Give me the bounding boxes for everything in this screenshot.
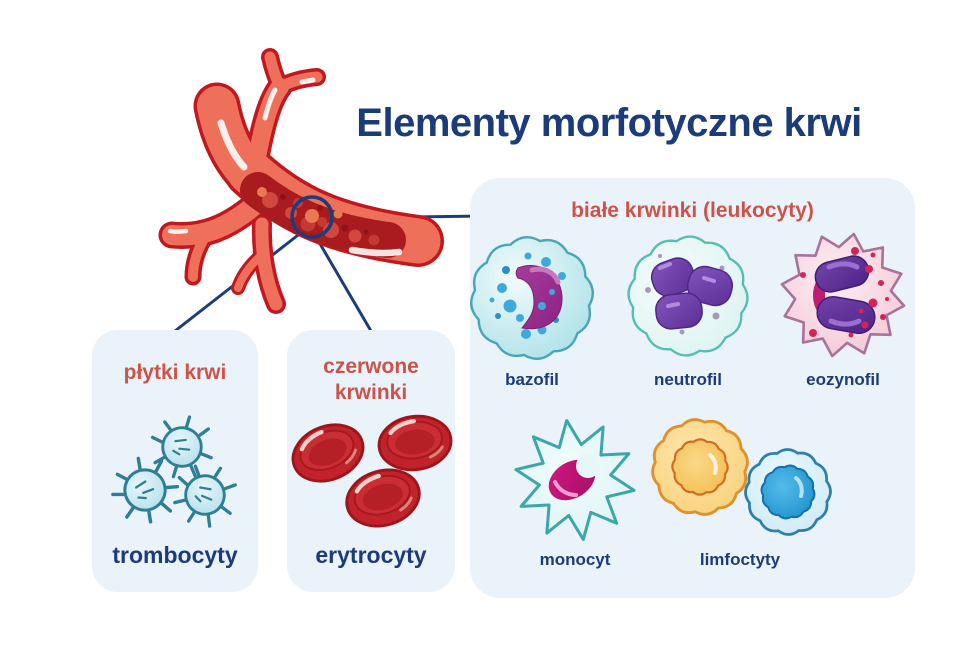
panel-erythrocytes-header: czerwone krwinki <box>323 355 419 404</box>
platelet-cell-icon <box>104 410 249 536</box>
label-bazofil: bazofil <box>505 370 559 389</box>
magnifier-circle <box>290 195 334 239</box>
label-eozynofil: eozynofil <box>806 370 880 389</box>
lymphocyte-yellow-cell-icon <box>647 414 753 520</box>
panel-platelets: płytki krwi trombocyty <box>92 330 258 592</box>
panel-platelets-header: płytki krwi <box>123 361 227 384</box>
label-monocyt: monocyt <box>539 550 611 569</box>
neutrophil-cell-icon <box>618 226 758 366</box>
artery <box>158 48 444 314</box>
basophil-cell-icon <box>463 229 601 367</box>
label-neutrofil: neutrofil <box>654 370 722 389</box>
page-title: Elementy morfotyczne krwi <box>356 101 862 145</box>
panel-leukocytes: białe krwinki (leukocyty) bazofil <box>463 178 915 598</box>
label-limfocyty: limfoctyty <box>699 550 781 569</box>
panel-erythrocytes: czerwone krwinki erytrocyty <box>287 330 455 592</box>
red-blood-cell-icon <box>287 406 455 538</box>
panel-platelets-label: trombocyty <box>112 542 238 568</box>
eosinophil-cell-icon <box>773 225 913 365</box>
monocyte-cell-icon <box>510 415 640 545</box>
panel-leukocytes-header: białe krwinki (leukocyty) <box>571 199 814 222</box>
panel-erythrocytes-label: erytrocyty <box>315 542 427 568</box>
lymphocyte-blue-cell-icon <box>738 442 838 542</box>
